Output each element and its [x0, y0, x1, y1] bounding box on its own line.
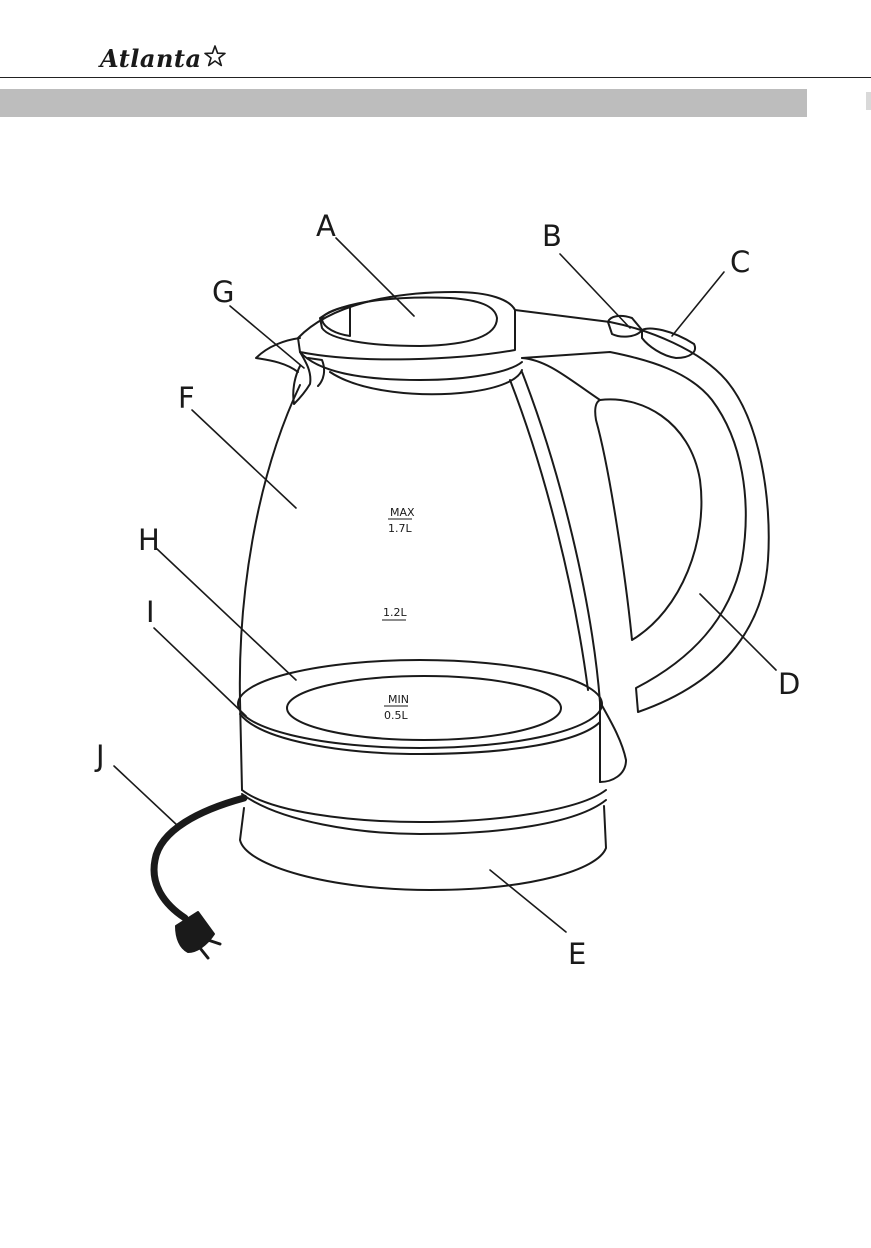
callout-c: C	[730, 245, 750, 279]
water-level-scale: MAX 1.7L 1.2L MIN 0.5L	[382, 506, 415, 722]
callout-f: F	[178, 381, 195, 415]
leader-j	[114, 766, 178, 826]
handle-grip-cutout	[595, 399, 701, 640]
kettle-base-band	[242, 790, 606, 822]
kettle-glass-body	[240, 372, 600, 790]
callout-i: I	[146, 595, 155, 629]
leader-i	[154, 628, 246, 716]
kettle-spout	[256, 338, 300, 372]
heating-element-outer	[238, 660, 602, 748]
plug-pin-1	[208, 940, 220, 944]
lid-dome	[320, 298, 497, 346]
base-band-rim	[242, 794, 606, 834]
scale-mid-volume: 1.2L	[383, 606, 407, 619]
callout-g: G	[212, 275, 234, 309]
plug-pin-2	[200, 948, 208, 958]
callout-e: E	[568, 937, 586, 971]
handle-inner-edge	[522, 358, 600, 400]
heating-element-inner	[287, 676, 561, 740]
leader-d	[700, 594, 776, 670]
callout-a: A	[316, 209, 336, 243]
leader-e	[490, 870, 566, 932]
handle-lower-stem	[600, 702, 626, 782]
callout-h: H	[138, 523, 160, 557]
scale-min-label: MIN	[388, 693, 409, 706]
leader-g	[230, 306, 304, 368]
kettle-glass-inner	[510, 380, 588, 690]
kettle-lid	[298, 292, 515, 359]
leader-f	[192, 410, 296, 508]
callout-j: J	[94, 739, 105, 773]
callout-b: B	[542, 219, 562, 253]
scale-max-volume: 1.7L	[388, 522, 412, 535]
leader-h	[156, 548, 296, 680]
leader-c	[672, 272, 724, 336]
leader-a	[336, 238, 414, 316]
callout-d: D	[778, 667, 800, 701]
scale-max-label: MAX	[390, 506, 415, 519]
scale-min-volume: 0.5L	[384, 709, 408, 722]
